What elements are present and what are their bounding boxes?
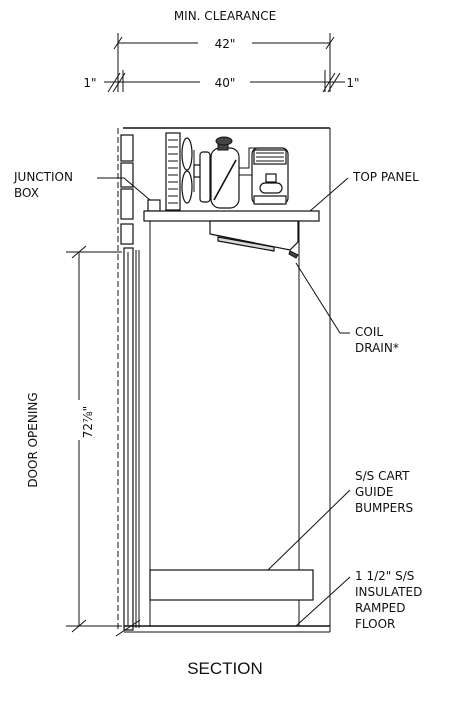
cart-guide-label-line1: S/S CART [355,469,410,483]
coil-drain-label-line2: DRAIN* [355,341,399,355]
junction-box-label-line1: JUNCTION [13,170,73,184]
door-height-label: 72⅞" [81,406,95,438]
ramped-floor-label-line1: 1 1/2" S/S [355,569,414,583]
gap-right-label: 1" [346,76,359,90]
coil-drain-label-line1: COIL [355,325,383,339]
door-opening-label: DOOR OPENING [26,392,40,487]
top-panel [143,210,320,222]
junction-box-label-line2: BOX [14,186,39,200]
cart-guide-label-line3: BUMPERS [355,501,413,515]
gap-left-label: 1" [83,76,96,90]
width-40-label: 40" [215,76,236,90]
left-wall-panels [120,134,134,245]
min-clearance-label: MIN. CLEARANCE [174,9,276,23]
cart-guide-label-line2: GUIDE [355,485,393,499]
cart-guide-bumper [149,569,314,601]
dimension-lines: MIN. CLEARANCE 42" 40" 1" 1" [83,9,360,93]
ramped-floor-label-line2: INSULATED [355,585,422,599]
ramped-floor-label-line4: FLOOR [355,617,395,631]
evaporator-coil [209,220,299,259]
clearance-frame [117,127,331,632]
door-opening-dimension: 72⅞" DOOR OPENING [26,245,122,633]
cabinet-body [115,221,330,637]
width-42-label: 42" [215,37,236,51]
ramped-floor-label-line3: RAMPED [355,601,405,615]
condensing-unit [147,132,289,212]
callouts: JUNCTION BOX TOP PANEL COIL DRAIN* S/S C… [13,170,422,631]
section-caption: SECTION [187,659,263,678]
top-panel-label: TOP PANEL [352,170,419,184]
